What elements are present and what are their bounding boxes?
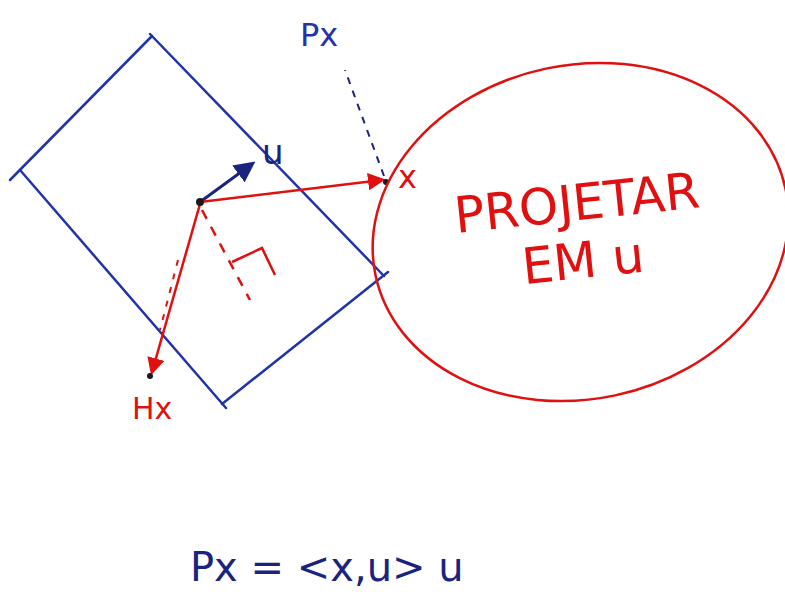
plane-edge: [20, 170, 226, 408]
formula: Px = <x,u> u: [190, 545, 464, 589]
projection-dash: [345, 70, 384, 176]
vector-hx: [152, 204, 200, 372]
circled-note: PROJETAR EM u: [368, 62, 785, 402]
origin-dot: [196, 198, 204, 206]
plane-outline: [10, 34, 388, 408]
note-text: PROJETAR EM u: [440, 161, 721, 304]
plane-edge: [150, 34, 384, 276]
vector-label: Hx: [132, 392, 172, 425]
vector-label: x: [398, 160, 417, 195]
point-dot: [147, 373, 153, 379]
point-label: Px: [300, 18, 338, 53]
normal-dash: [202, 210, 250, 300]
ellipse-outline: [340, 25, 785, 439]
right-angle-mark: [232, 248, 275, 275]
hx-dash: [160, 260, 178, 330]
vector-x: [200, 180, 382, 202]
plane-edge: [10, 36, 152, 180]
vector-label: u: [262, 134, 284, 171]
plane-edge: [222, 272, 388, 404]
